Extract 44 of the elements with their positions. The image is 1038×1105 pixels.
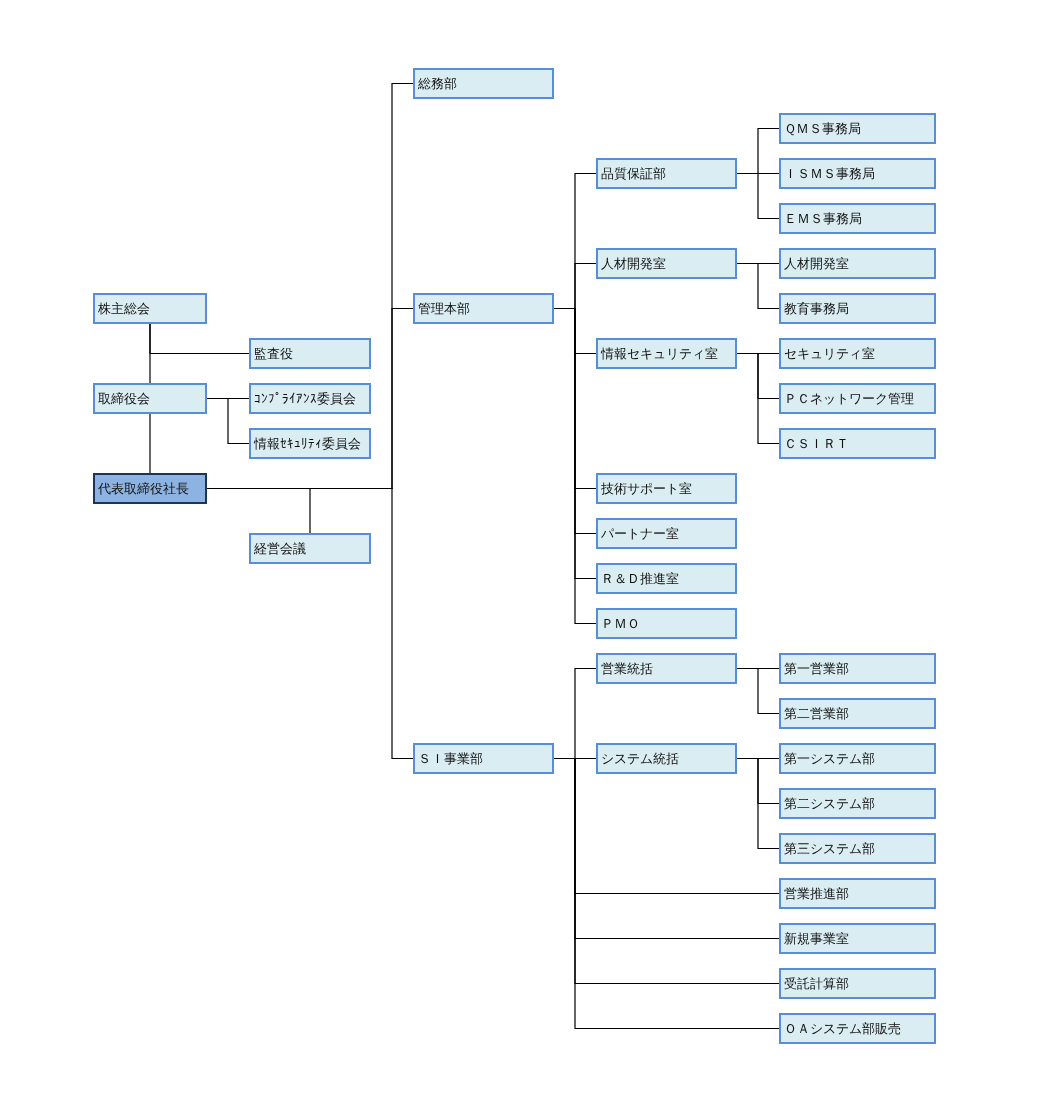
org-box: 第三システム部 — [779, 833, 936, 864]
connector-line — [736, 172, 780, 220]
org-box: ＰＣネットワーク管理 — [779, 383, 936, 414]
org-box: 人材開発室 — [596, 248, 737, 279]
connector-line — [206, 397, 250, 445]
org-box: 品質保証部 — [596, 158, 737, 189]
org-box: 第二システム部 — [779, 788, 936, 819]
org-box: ＩＳＭＳ事務局 — [779, 158, 936, 189]
org-box: 人材開発室 — [779, 248, 936, 279]
org-box: パートナー室 — [596, 518, 737, 549]
org-box: 技術サポート室 — [596, 473, 737, 504]
org-box: 第一営業部 — [779, 653, 936, 684]
org-box: ＯＡシステム部販売 — [779, 1013, 936, 1044]
org-box: 新規事業室 — [779, 923, 936, 954]
org-box: セキュリティ室 — [779, 338, 936, 369]
org-box: ＣＳＩＲＴ — [779, 428, 936, 459]
org-box: ＱＭＳ事務局 — [779, 113, 936, 144]
org-box: 営業統括 — [596, 653, 737, 684]
org-box: ＳＩ事業部 — [413, 743, 554, 774]
org-box: ＰＭＯ — [596, 608, 737, 639]
org-box: 受託計算部 — [779, 968, 936, 999]
org-box: システム統括 — [596, 743, 737, 774]
org-box: ＥＭＳ事務局 — [779, 203, 936, 234]
org-box: 監査役 — [249, 338, 371, 369]
org-box: 情報ｾｷｭﾘﾃｨ委員会 — [249, 428, 371, 459]
org-box: 経営会議 — [249, 533, 371, 564]
connector-line — [736, 757, 780, 850]
org-box: 取締役会 — [93, 383, 207, 414]
org-box: 第二営業部 — [779, 698, 936, 729]
org-box: 株主総会 — [93, 293, 207, 324]
org-box: 営業推進部 — [779, 878, 936, 909]
connector-line — [736, 352, 780, 445]
org-box: 教育事務局 — [779, 293, 936, 324]
org-box: 総務部 — [413, 68, 554, 99]
connector-line — [736, 262, 780, 310]
org-box: 管理本部 — [413, 293, 554, 324]
org-box: Ｒ＆Ｄ推進室 — [596, 563, 737, 594]
org-box: 代表取締役社長 — [93, 473, 207, 504]
org-box: ｺﾝﾌﾟﾗｲｱﾝｽ委員会 — [249, 383, 371, 414]
org-box: 第一システム部 — [779, 743, 936, 774]
connector-line — [149, 413, 151, 474]
connector-line — [736, 667, 780, 715]
org-box: 情報セキュリティ室 — [596, 338, 737, 369]
connector-line — [149, 323, 250, 355]
